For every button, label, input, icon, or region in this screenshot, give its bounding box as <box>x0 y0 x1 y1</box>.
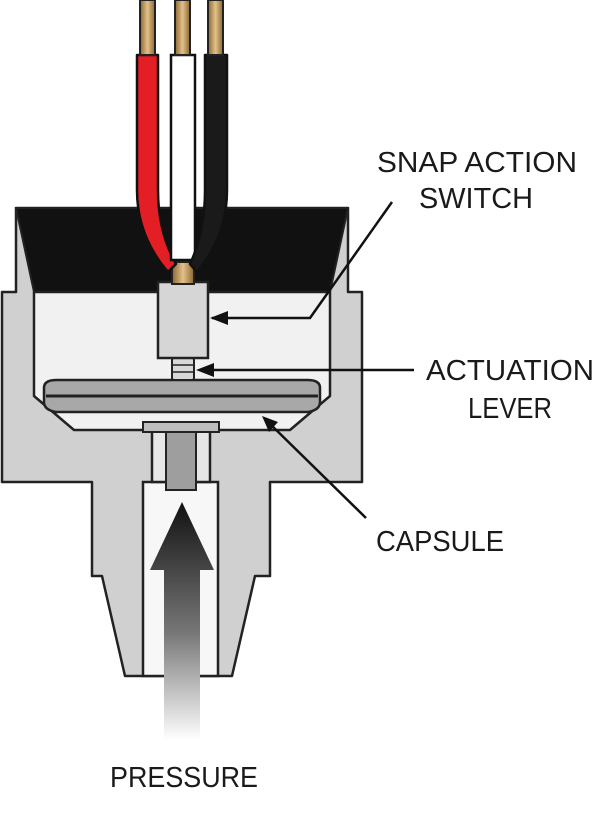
wire-connector <box>171 261 195 285</box>
snap-action-label-line2: SWITCH <box>419 183 533 215</box>
actuation-label-line1: ACTUATION <box>426 355 594 387</box>
red-wire-tip <box>139 0 156 56</box>
pressure-arrow <box>150 502 214 740</box>
actuation-lever <box>171 357 195 381</box>
capsule-leader <box>265 419 367 519</box>
snap-action-arrowhead <box>210 311 228 325</box>
capsule-arrowhead <box>262 416 278 432</box>
plunger-flange <box>142 421 220 433</box>
snap-action-label-line1: SNAP ACTION <box>377 147 577 179</box>
white-wire <box>169 53 197 262</box>
white-wire-tip <box>174 0 191 56</box>
actuation-label-line2: LEVER <box>468 393 552 425</box>
snap-action-leader <box>212 201 394 320</box>
black-wire <box>188 53 229 274</box>
black-wire-tip <box>207 0 224 56</box>
plunger-stem <box>165 427 197 491</box>
actuation-arrowhead <box>196 363 214 377</box>
pressure-label: PRESSURE <box>110 762 258 794</box>
capsule-label: CAPSULE <box>376 526 504 558</box>
red-wire <box>135 53 178 274</box>
snap-action-switch <box>156 280 210 360</box>
